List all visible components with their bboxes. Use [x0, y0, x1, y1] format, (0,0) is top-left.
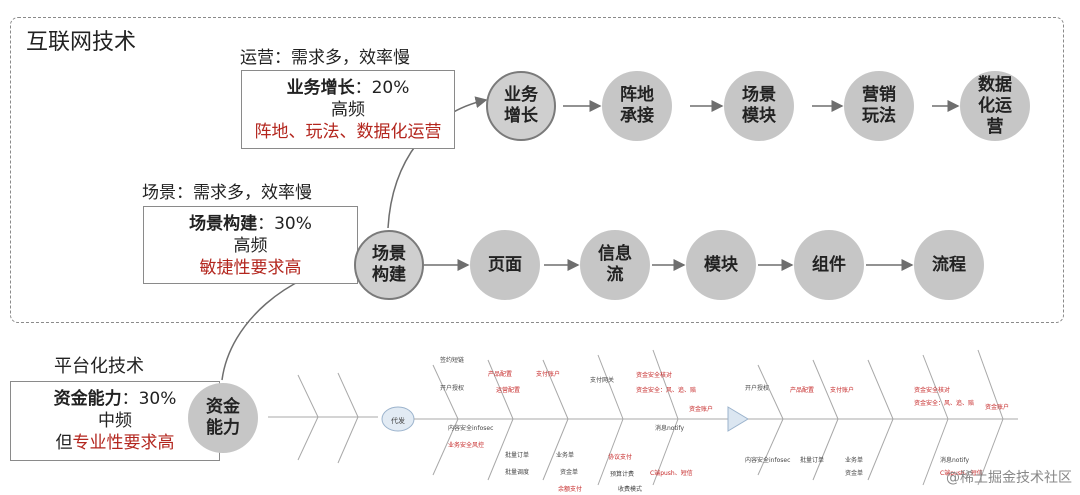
- scene-note: 场景：需求多，效率慢: [142, 183, 312, 203]
- node-capital: 资金能力: [188, 383, 258, 453]
- business-head: 业务增长: [286, 78, 355, 98]
- scene-head: 场景构建: [189, 214, 258, 234]
- business-detail: 阵地、玩法、数据化运营: [254, 122, 442, 142]
- node-scene-module: 场景模块: [724, 71, 794, 141]
- node-module: 模块: [686, 230, 756, 300]
- fish-label: 预算计费: [610, 471, 635, 478]
- fish-label-red: 资金账户: [689, 406, 714, 413]
- node-component: 组件: [794, 230, 864, 300]
- capital-freq: 中频: [98, 411, 132, 431]
- watermark: @稀土掘金技术社区: [946, 470, 1072, 486]
- fish-label: 消息notify: [655, 425, 685, 432]
- capital-box: 资金能力：30% 中频 但专业性要求高: [10, 381, 220, 461]
- node-marketing: 营销玩法: [844, 71, 914, 141]
- scene-build-box: 场景构建：30% 高频 敏捷性要求高: [143, 206, 358, 284]
- fish-label: 内容安全infosec: [745, 457, 791, 464]
- fish-label: 开户授权: [440, 385, 465, 392]
- fish-label: 开户授权: [745, 385, 770, 392]
- capital-detail: 专业性要求高: [72, 433, 175, 453]
- fish-label-red: 协议支付: [608, 454, 633, 461]
- internet-tech-title: 互联网技术: [26, 30, 137, 55]
- business-growth-box: 业务增长：20% 高频 阵地、玩法、数据化运营: [241, 70, 455, 149]
- fish-label: 资金单: [845, 470, 864, 477]
- fish-label: 批量调度: [505, 469, 530, 476]
- business-freq: 高频: [331, 100, 365, 120]
- fish-label-red: 资金安全核对: [914, 387, 951, 394]
- fishbone-diagram: [268, 349, 1018, 486]
- internet-tech-region: [10, 17, 1064, 323]
- fish-label-red: C端push、短信: [650, 470, 693, 477]
- fish-label: 业务单: [556, 452, 575, 459]
- fish-label-red: 支付账户: [830, 387, 855, 394]
- fish-label: 批量订单: [800, 457, 825, 464]
- fish-label: 批量订单: [505, 452, 530, 459]
- fish-label: 签约短链: [440, 357, 465, 364]
- fish-label-red: 业务安全风控: [448, 442, 485, 449]
- scene-detail: 敏捷性要求高: [199, 258, 302, 278]
- fish-label-red: 产品配置: [488, 371, 513, 378]
- fish-label-red: 资金安全：风、追、赔: [636, 387, 697, 394]
- node-scene-build: 场景构建: [354, 230, 424, 300]
- fish-label: 内容安全infosec: [448, 425, 494, 432]
- capital-detail-prefix: 但: [55, 433, 73, 453]
- fish-label: 支付网关: [590, 377, 615, 384]
- fish-label-red: 产品配置: [790, 387, 815, 394]
- node-page: 页面: [470, 230, 540, 300]
- business-pct: ：20%: [354, 78, 410, 98]
- node-feed: 信息流: [580, 230, 650, 300]
- fish-label: 收费模式: [618, 486, 643, 493]
- scene-pct: ：30%: [257, 214, 312, 234]
- fish-label-red: 运营配置: [496, 387, 521, 394]
- node-position: 阵地承接: [602, 71, 672, 141]
- node-data-ops: 数据化运营: [960, 71, 1030, 141]
- node-flow: 流程: [914, 230, 984, 300]
- fish-label-red: 支付账户: [536, 371, 561, 378]
- ops-note: 运营：需求多，效率慢: [240, 48, 410, 68]
- capital-head: 资金能力: [53, 389, 122, 409]
- node-business-growth: 业务增长: [486, 71, 556, 141]
- fish-label: 业务单: [845, 457, 864, 464]
- fish-label-red: 余额支付: [558, 486, 583, 493]
- platform-tech-title: 平台化技术: [54, 356, 144, 377]
- fish-label-red: 资金账户: [985, 404, 1010, 411]
- capital-pct: ：30%: [121, 389, 177, 409]
- fish-label-red: C端push、短信: [940, 470, 983, 477]
- fish-label: 消息notify: [940, 457, 970, 464]
- fish-label: 资金单: [560, 469, 579, 476]
- fish-label-red: 资金安全核对: [636, 372, 673, 379]
- fish-label-red: 资金安全：风、追、赔: [914, 400, 975, 407]
- scene-freq: 高频: [233, 236, 268, 256]
- fishbone-center-label: 代发: [391, 417, 405, 425]
